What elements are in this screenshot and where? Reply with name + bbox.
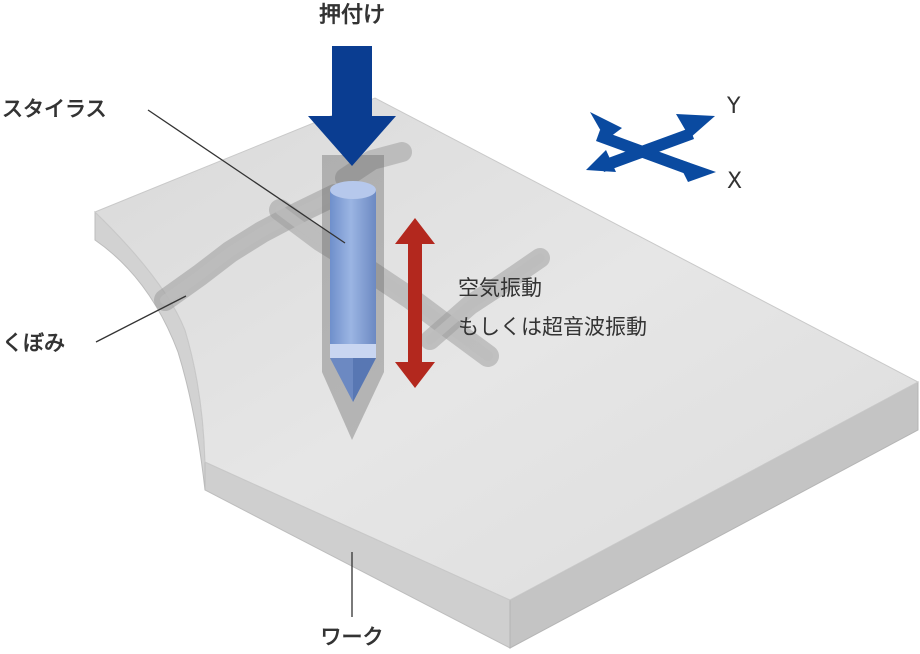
vibration-arrow: [395, 218, 435, 388]
dent-label: くぼみ: [2, 331, 65, 355]
stylus-body: [330, 190, 376, 350]
stylus-leader-line: [147, 109, 346, 244]
axis-x-label: X: [727, 169, 742, 194]
work-label: ワーク: [321, 625, 384, 649]
stylus-top: [330, 181, 376, 199]
press-arrow: [308, 46, 396, 166]
work-top-surface: [94, 97, 920, 601]
work-piece: [94, 97, 920, 649]
axis-y-label: Y: [726, 94, 741, 119]
axis-y-arrow: [600, 128, 694, 172]
dent-grooves: [154, 142, 550, 367]
vibration-label-line2: もしくは超音波振動: [458, 315, 647, 339]
xy-axis-arrows: [586, 112, 716, 182]
dent-leader-line: [95, 295, 187, 343]
stylus-band: [330, 344, 376, 358]
stylus: [322, 155, 384, 440]
press-label: 押付け: [319, 2, 385, 28]
vibration-label-line1: 空気振動: [458, 276, 542, 300]
leader-lines: [95, 109, 353, 617]
groove-top: [335, 142, 412, 188]
stylus-label: スタイラス: [2, 97, 107, 121]
